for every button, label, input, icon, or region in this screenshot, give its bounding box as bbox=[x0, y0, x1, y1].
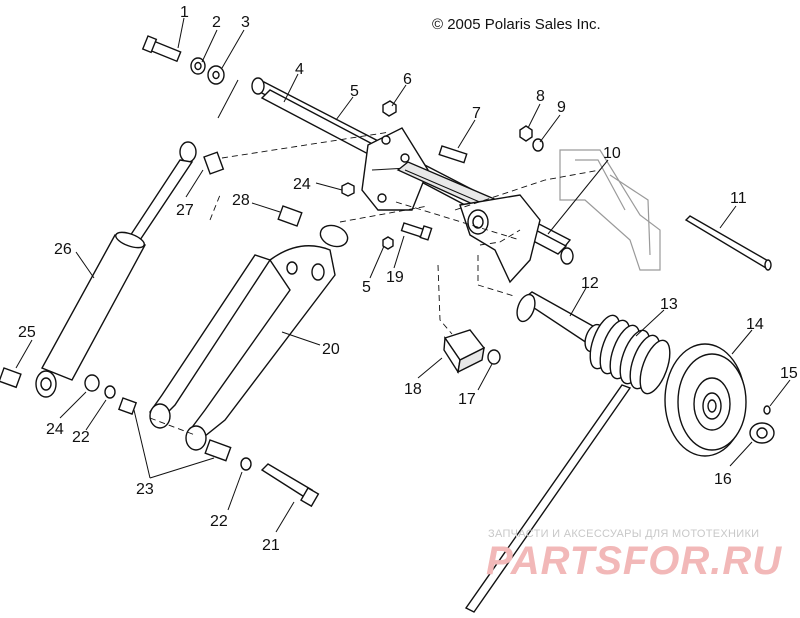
watermark-logo: PARTSFOR.RU bbox=[486, 539, 782, 583]
part-8-nut bbox=[519, 125, 533, 142]
shaft-bracket bbox=[361, 127, 429, 211]
callout-3: 3 bbox=[241, 14, 250, 31]
part-22-washer bbox=[104, 385, 116, 399]
callout-5-small: 5 bbox=[362, 279, 371, 296]
center-tube bbox=[396, 161, 541, 284]
part-17-washer bbox=[487, 349, 501, 365]
callout-5: 5 bbox=[350, 83, 359, 100]
part-23-bushing bbox=[117, 397, 138, 415]
callout-9: 9 bbox=[557, 99, 566, 116]
part-28-bushing bbox=[277, 205, 303, 227]
callout-1: 1 bbox=[180, 4, 189, 21]
callout-leaders bbox=[15, 17, 791, 533]
callout-28: 28 bbox=[232, 192, 250, 209]
part-21-bolt bbox=[260, 463, 320, 508]
callout-24-bottom: 24 bbox=[46, 421, 64, 438]
part-19-bolt bbox=[400, 222, 433, 241]
part-20-swing-arm bbox=[149, 224, 349, 451]
callout-17: 17 bbox=[458, 391, 476, 408]
callout-13: 13 bbox=[660, 296, 678, 313]
callout-18: 18 bbox=[404, 381, 422, 398]
callout-16: 16 bbox=[714, 471, 732, 488]
part-24-nut bbox=[341, 182, 355, 197]
callout-26: 26 bbox=[54, 241, 72, 258]
callout-21: 21 bbox=[262, 537, 280, 554]
callout-6: 6 bbox=[403, 71, 412, 88]
callout-19: 19 bbox=[386, 269, 404, 286]
callout-14: 14 bbox=[746, 316, 764, 333]
part-26-shock bbox=[35, 141, 197, 398]
callout-15: 15 bbox=[780, 365, 798, 382]
part-7-pin bbox=[438, 145, 468, 164]
rear-bracket-ghost bbox=[559, 149, 661, 271]
callout-24-top: 24 bbox=[293, 176, 311, 193]
callout-27: 27 bbox=[176, 202, 194, 219]
callout-20: 20 bbox=[322, 341, 340, 358]
callout-23: 23 bbox=[136, 481, 154, 498]
part-14-wheel bbox=[664, 343, 747, 457]
callout-11: 11 bbox=[730, 190, 747, 207]
part-27-bushing bbox=[203, 151, 225, 175]
callout-25: 25 bbox=[18, 324, 36, 341]
parts-drawing bbox=[0, 35, 775, 613]
part-25-bushing bbox=[0, 367, 22, 389]
part-5-small-nut bbox=[382, 236, 394, 250]
callout-2: 2 bbox=[212, 14, 221, 31]
callout-22-left: 22 bbox=[72, 429, 90, 446]
part-15-cap bbox=[763, 405, 771, 415]
part-23-bushing-lower bbox=[204, 439, 232, 462]
part-24-washer bbox=[84, 374, 100, 392]
callout-22-lower: 22 bbox=[210, 513, 228, 530]
callout-4: 4 bbox=[295, 61, 304, 78]
part-16-nut bbox=[749, 422, 775, 444]
callout-12: 12 bbox=[581, 275, 599, 292]
part-12-tube bbox=[516, 291, 604, 353]
part-22-washer-lower bbox=[240, 457, 252, 471]
part-18-block bbox=[443, 329, 486, 374]
copyright-text: © 2005 Polaris Sales Inc. bbox=[432, 16, 601, 33]
callout-7: 7 bbox=[472, 105, 481, 122]
part-13-spring bbox=[464, 314, 671, 613]
callout-10: 10 bbox=[603, 145, 621, 162]
part-11-rod bbox=[684, 215, 772, 271]
callout-labels: 1 2 3 4 5 6 7 8 9 10 11 24 28 27 26 19 5… bbox=[18, 4, 798, 554]
callout-8: 8 bbox=[536, 88, 545, 105]
part-1-bolt bbox=[141, 35, 182, 63]
alignment-lines bbox=[149, 131, 601, 436]
watermark-tagline: ЗАПЧАСТИ И АКСЕССУАРЫ ДЛЯ МОТОТЕХНИКИ bbox=[488, 528, 759, 540]
watermark: ЗАПЧАСТИ И АКСЕССУАРЫ ДЛЯ МОТОТЕХНИКИ PA… bbox=[486, 528, 782, 583]
